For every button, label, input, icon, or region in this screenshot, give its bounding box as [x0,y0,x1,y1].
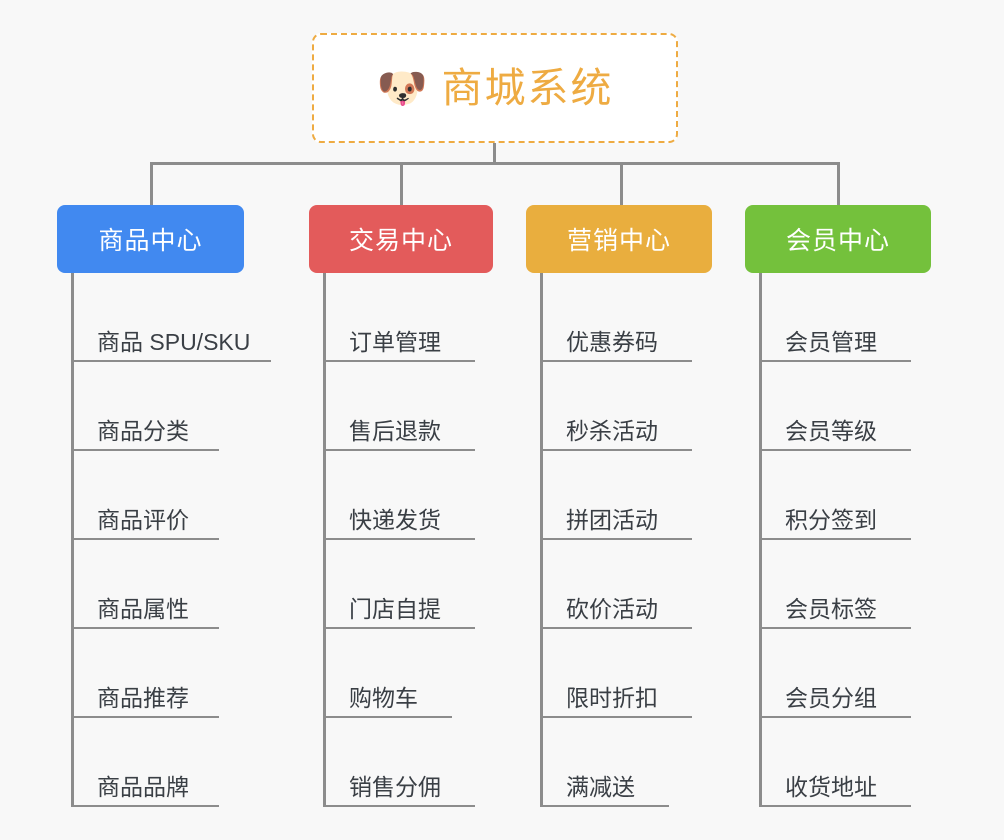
leaf-item-label: 会员等级 [785,417,877,444]
category-header-marketing-center[interactable]: 营销中心 [526,205,712,273]
leaf-item-label: 拼团活动 [566,506,658,533]
leaf-item-label: 销售分佣 [349,773,441,800]
category-header-trade-center[interactable]: 交易中心 [309,205,493,273]
leaf-item-label: 售后退款 [349,417,441,444]
leaf-item[interactable]: 会员分组 [759,629,911,718]
column-spine-trade-center [323,273,326,807]
horizontal-bus-connector [150,162,840,165]
leaf-item-label: 优惠券码 [566,328,658,355]
root-node-title: 商城系统 [441,64,614,111]
category-header-label: 营销中心 [566,227,671,255]
leaf-item[interactable]: 优惠券码 [540,273,692,362]
leaf-item[interactable]: 商品推荐 [71,629,219,718]
leaf-item[interactable]: 订单管理 [323,273,475,362]
leaf-item-label: 购物车 [349,684,418,711]
leaf-item[interactable]: 满减送 [540,718,669,807]
leaf-item-label: 会员管理 [785,328,877,355]
leaf-item-label: 门店自提 [349,595,441,622]
leaf-item[interactable]: 商品分类 [71,362,219,451]
leaf-item[interactable]: 拼团活动 [540,451,692,540]
leaf-item[interactable]: 积分签到 [759,451,911,540]
leaf-item-label: 商品分类 [97,417,189,444]
leaf-item-label: 快递发货 [349,506,441,533]
leaf-item-label: 商品推荐 [97,684,189,711]
column-spine-product-center [71,273,74,807]
leaf-item-label: 商品属性 [97,595,189,622]
leaf-item[interactable]: 限时折扣 [540,629,692,718]
category-header-member-center[interactable]: 会员中心 [745,205,931,273]
category-header-product-center[interactable]: 商品中心 [57,205,244,273]
drop-connector-product-center [150,162,153,205]
leaf-item[interactable]: 会员等级 [759,362,911,451]
leaf-item-label: 商品 SPU/SKU [97,328,251,355]
root-node-mall-system[interactable]: 🐶 商城系统 [312,33,678,143]
leaf-item-label: 满减送 [566,773,635,800]
leaf-item[interactable]: 商品品牌 [71,718,219,807]
drop-connector-member-center [837,162,840,205]
leaf-item[interactable]: 会员管理 [759,273,911,362]
category-header-label: 交易中心 [348,227,453,255]
leaf-item[interactable]: 售后退款 [323,362,475,451]
leaf-item[interactable]: 商品属性 [71,540,219,629]
leaf-item-label: 砍价活动 [566,595,658,622]
leaf-item[interactable]: 门店自提 [323,540,475,629]
column-spine-member-center [759,273,762,807]
leaf-item-label: 会员分组 [785,684,877,711]
leaf-item-label: 商品评价 [97,506,189,533]
leaf-item-label: 限时折扣 [566,684,658,711]
leaf-item[interactable]: 商品评价 [71,451,219,540]
leaf-item-label: 会员标签 [785,595,877,622]
leaf-item[interactable]: 会员标签 [759,540,911,629]
leaf-item[interactable]: 销售分佣 [323,718,475,807]
leaf-item[interactable]: 秒杀活动 [540,362,692,451]
drop-connector-trade-center [400,162,403,205]
leaf-item[interactable]: 砍价活动 [540,540,692,629]
leaf-item-label: 订单管理 [349,328,441,355]
column-spine-marketing-center [540,273,543,807]
leaf-item[interactable]: 购物车 [323,629,452,718]
drop-connector-marketing-center [620,162,623,205]
category-header-label: 会员中心 [785,227,890,255]
leaf-item-label: 积分签到 [785,506,877,533]
category-header-label: 商品中心 [98,227,203,255]
leaf-item-label: 秒杀活动 [566,417,658,444]
leaf-item[interactable]: 收货地址 [759,718,911,807]
root-stem-connector [493,143,496,165]
leaf-item-label: 收货地址 [785,773,877,800]
shiba-dog-face-icon: 🐶 [376,63,428,112]
leaf-item[interactable]: 快递发货 [323,451,475,540]
leaf-item[interactable]: 商品 SPU/SKU [71,273,271,362]
leaf-item-label: 商品品牌 [97,773,189,800]
